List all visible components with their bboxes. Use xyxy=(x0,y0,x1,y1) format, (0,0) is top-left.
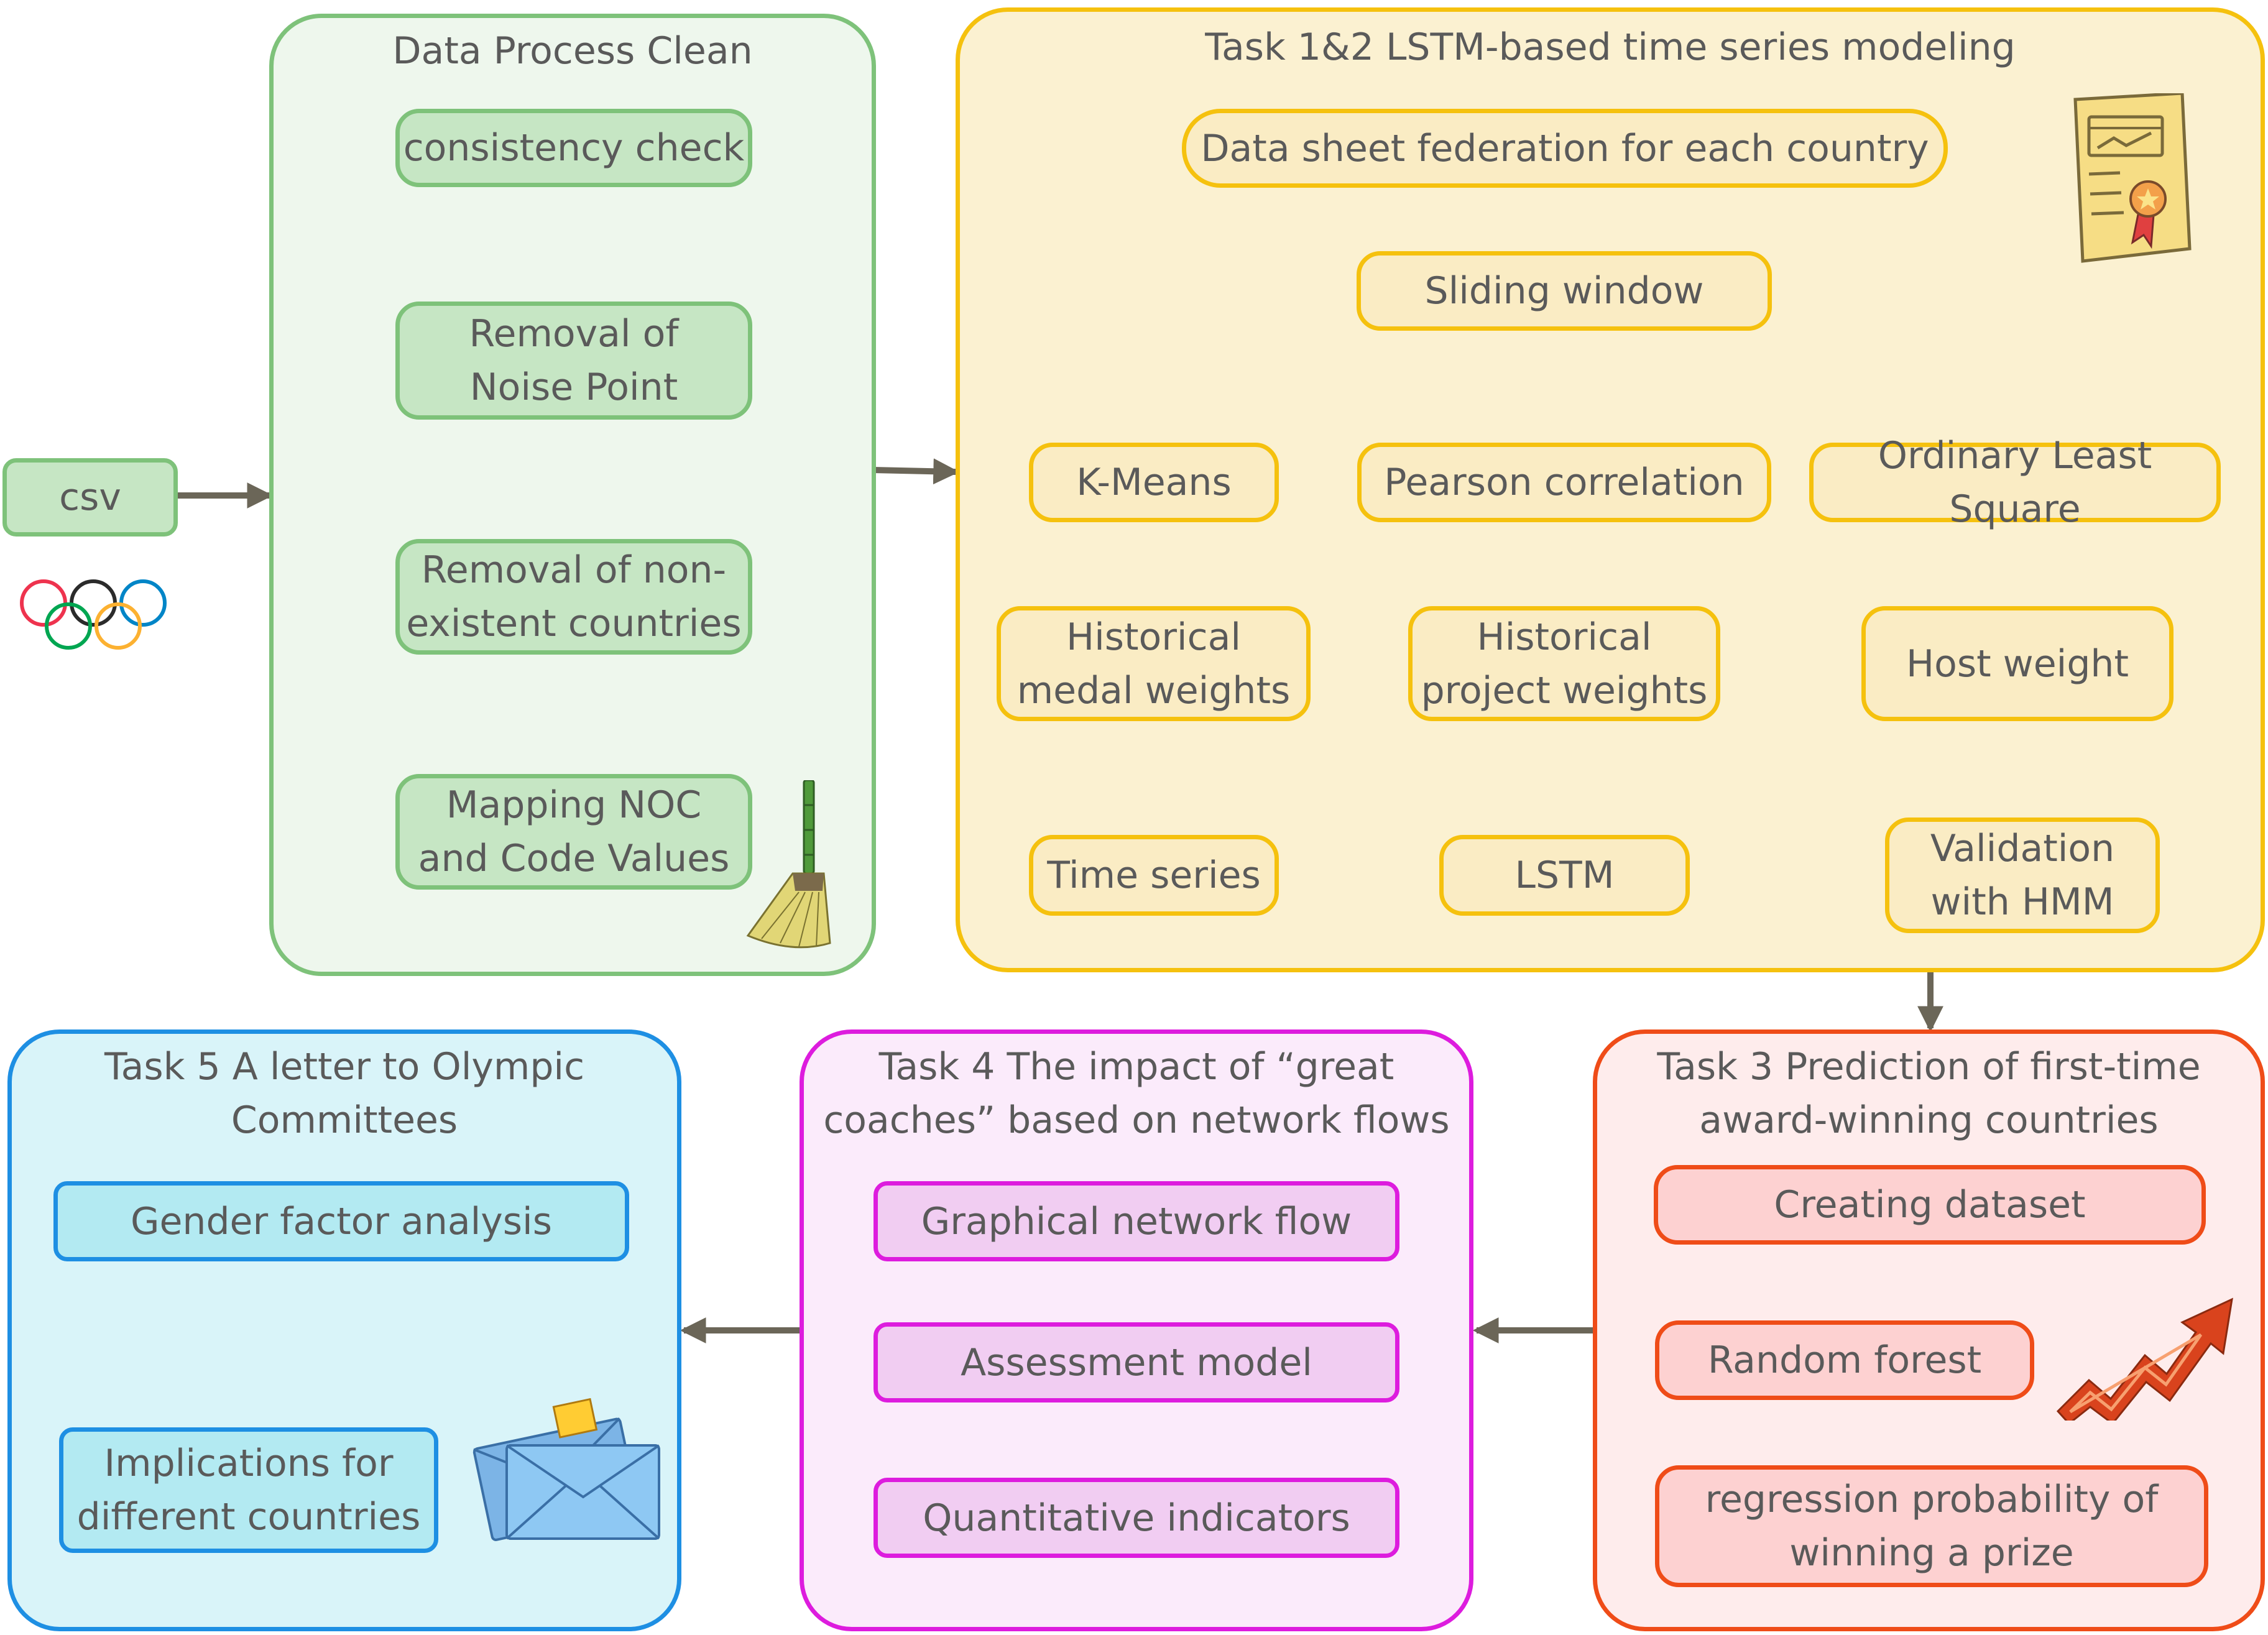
rising-arrow-icon xyxy=(2056,1297,2233,1421)
step-k-means: K-Means xyxy=(1029,443,1279,522)
broom-icon xyxy=(746,780,831,949)
step-removal-of-noise-point: Removal of Noise Point xyxy=(395,302,752,420)
step-ordinary-least-square: Ordinary Least Square xyxy=(1809,434,2221,531)
step-implications-for-countries: Implications for different countries xyxy=(59,1427,438,1553)
envelope-icon xyxy=(472,1398,660,1541)
panel-title: Task 5 A letter to Olympic Committees xyxy=(104,1045,585,1142)
step-mapping-noc-code: Mapping NOC and Code Values xyxy=(395,774,752,890)
step-data-sheet-federation: Data sheet federation for each country xyxy=(1182,109,1948,188)
step-assessment-model: Assessment model xyxy=(874,1322,1399,1402)
step-pearson-correlation: Pearson correlation xyxy=(1357,443,1771,522)
step-gender-factor-analysis: Gender factor analysis xyxy=(53,1181,629,1261)
step-sliding-window: Sliding window xyxy=(1357,251,1772,331)
csv-node: csv xyxy=(2,458,178,537)
step-time-series: Time series xyxy=(1029,835,1279,916)
step-removal-of-nonexistent-countries: Removal of non- existent countries xyxy=(395,539,752,655)
panel-title: Task 3 Prediction of first-time award-wi… xyxy=(1657,1045,2201,1142)
step-host-weight: Host weight xyxy=(1861,606,2174,721)
panel-title: Data Process Clean xyxy=(392,29,753,73)
certificate-icon xyxy=(2073,93,2192,263)
step-validation-hmm: Validation with HMM xyxy=(1885,818,2160,933)
step-historical-project-weights: Historical project weights xyxy=(1408,606,1720,721)
step-lstm: LSTM xyxy=(1439,835,1690,916)
step-graphical-network-flow: Graphical network flow xyxy=(874,1181,1399,1261)
panel-title: Task 4 The impact of “great coaches” bas… xyxy=(823,1045,1450,1142)
step-creating-dataset: Creating dataset xyxy=(1654,1165,2206,1245)
step-historical-medal-weights: Historical medal weights xyxy=(997,606,1311,721)
panel-title: Task 1&2 LSTM-based time series modeling xyxy=(1205,25,2016,69)
step-consistency-check: consistency check xyxy=(395,109,752,187)
step-quantitative-indicators: Quantitative indicators xyxy=(874,1478,1399,1558)
clean-to-lstm-arrow xyxy=(873,458,960,485)
step-random-forest: Random forest xyxy=(1655,1320,2034,1400)
olympic-rings-icon xyxy=(20,579,167,650)
step-regression-probability: regression probability of winning a priz… xyxy=(1655,1465,2208,1587)
